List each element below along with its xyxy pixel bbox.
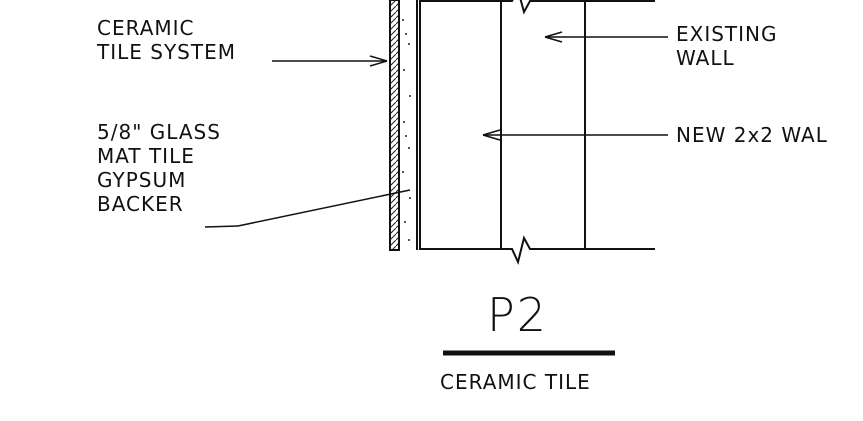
label-line: EXISTING bbox=[676, 22, 778, 46]
detail-tag: P2 bbox=[487, 288, 549, 342]
leader-existing-wall bbox=[544, 31, 668, 43]
label-line: BACKER bbox=[97, 192, 184, 216]
label-line: WALL bbox=[676, 46, 735, 70]
leader-new-wall bbox=[482, 129, 668, 141]
label-line: TILE SYSTEM bbox=[97, 40, 236, 64]
detail-name: CERAMIC TILE bbox=[440, 370, 591, 394]
bottom-break-line bbox=[420, 235, 655, 265]
gypsum-backer-layer bbox=[402, 0, 418, 250]
ceramic-tile-layer bbox=[389, 0, 400, 251]
label-existing-wall: EXISTING WALL bbox=[676, 22, 778, 70]
leader-ceramic-tile-system bbox=[272, 55, 388, 67]
label-line: GYPSUM bbox=[97, 168, 187, 192]
label-line: MAT TILE bbox=[97, 144, 195, 168]
label-line: CERAMIC bbox=[97, 16, 195, 40]
leader-backer bbox=[204, 189, 411, 228]
label-ceramic-tile-system: CERAMIC TILE SYSTEM bbox=[97, 16, 236, 64]
label-line: 5/8" GLASS bbox=[97, 120, 221, 144]
label-new-wall: NEW 2x2 WAL bbox=[676, 123, 828, 147]
top-break-line bbox=[420, 0, 655, 15]
label-glass-mat-backer: 5/8" GLASS MAT TILE GYPSUM BACKER bbox=[97, 120, 221, 216]
